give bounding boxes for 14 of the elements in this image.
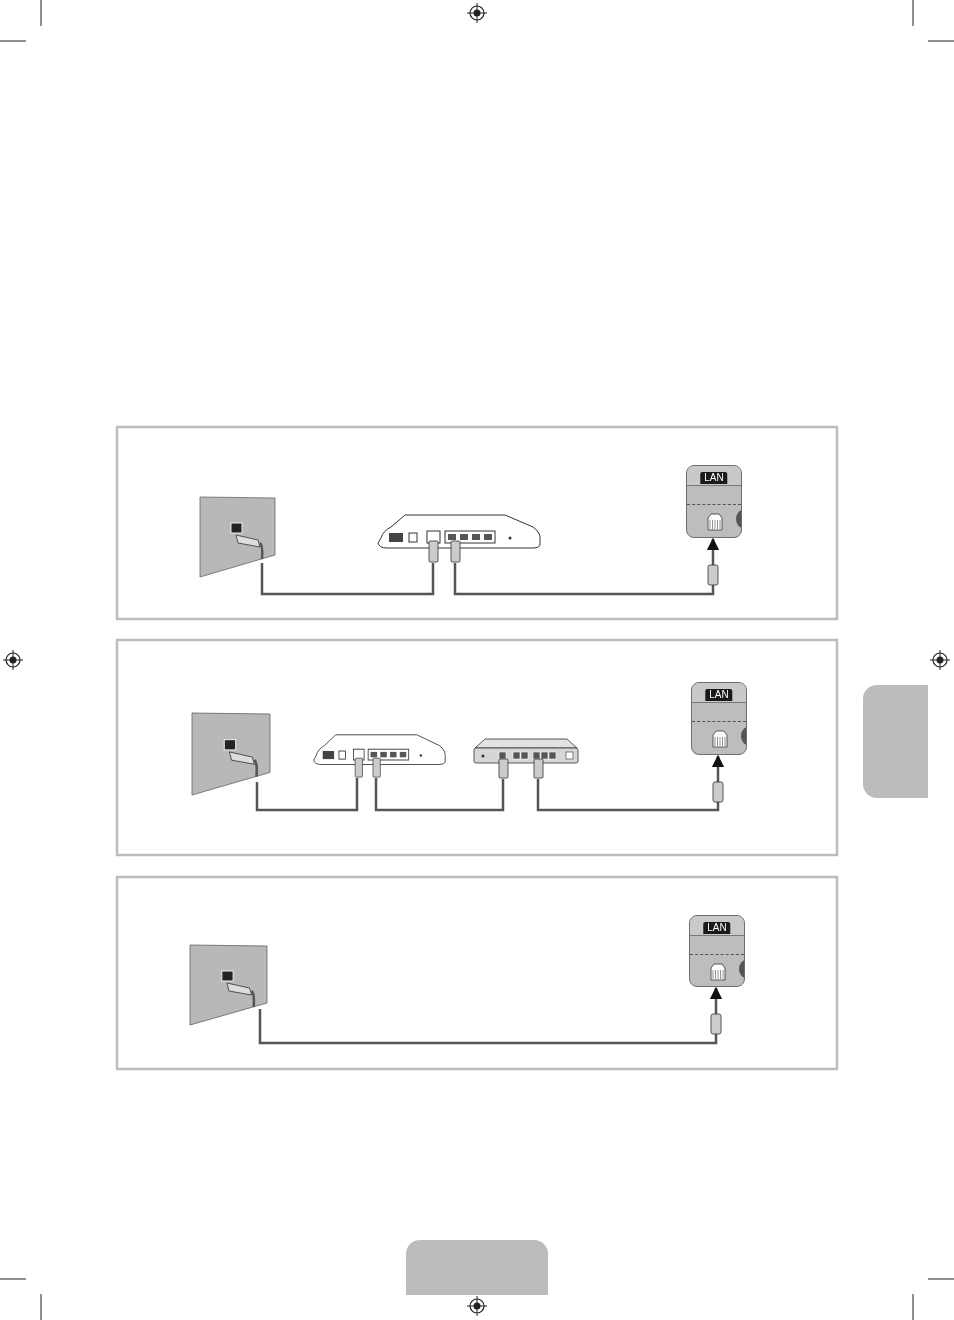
port-label: LAN: [705, 689, 733, 701]
cable-connector: [260, 563, 435, 596]
lan-port-panel: [686, 465, 742, 538]
side-tab: [863, 685, 928, 798]
lan-port-panel: [689, 915, 745, 987]
cable-connector: [374, 778, 505, 812]
port-label: LAN: [703, 922, 731, 934]
port-label: LAN: [700, 472, 728, 484]
lan-port-panel: [691, 682, 747, 755]
cable-connector: [258, 986, 723, 1045]
page-number-tab: [406, 1240, 548, 1295]
cable-connector: [536, 754, 725, 812]
cable-connector: [255, 778, 359, 812]
cable-connector: [453, 537, 720, 596]
